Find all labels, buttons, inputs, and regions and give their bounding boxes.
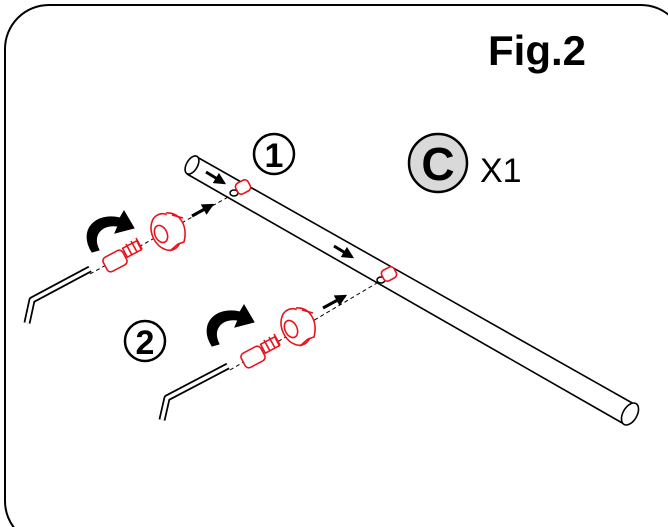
bolt-1	[102, 237, 143, 273]
step-2-number: 2	[136, 324, 155, 362]
tube	[184, 155, 640, 426]
barrel-nut-1	[150, 212, 186, 252]
part-quantity: X1	[480, 152, 522, 190]
bolt-2	[240, 333, 281, 369]
rotate-arrow-1	[86, 210, 135, 253]
allen-key-2	[158, 362, 230, 421]
rotate-arrow-2	[206, 304, 255, 347]
step-1-number: 1	[265, 137, 284, 175]
step-2-marker: 2	[123, 319, 167, 363]
barrel-nut-2	[280, 307, 316, 347]
part-c-badge: C	[407, 132, 469, 194]
step-1-marker: 1	[252, 132, 296, 176]
allen-key-2-inner	[160, 364, 229, 421]
tube-hole-2	[376, 266, 398, 284]
diagram-frame	[4, 4, 668, 527]
tube-hole-1	[229, 179, 252, 197]
allen-key-1-inner	[25, 267, 91, 324]
insert-arrows	[191, 170, 355, 310]
part-letter: C	[421, 138, 454, 190]
figure-title: Fig.2	[488, 27, 586, 74]
